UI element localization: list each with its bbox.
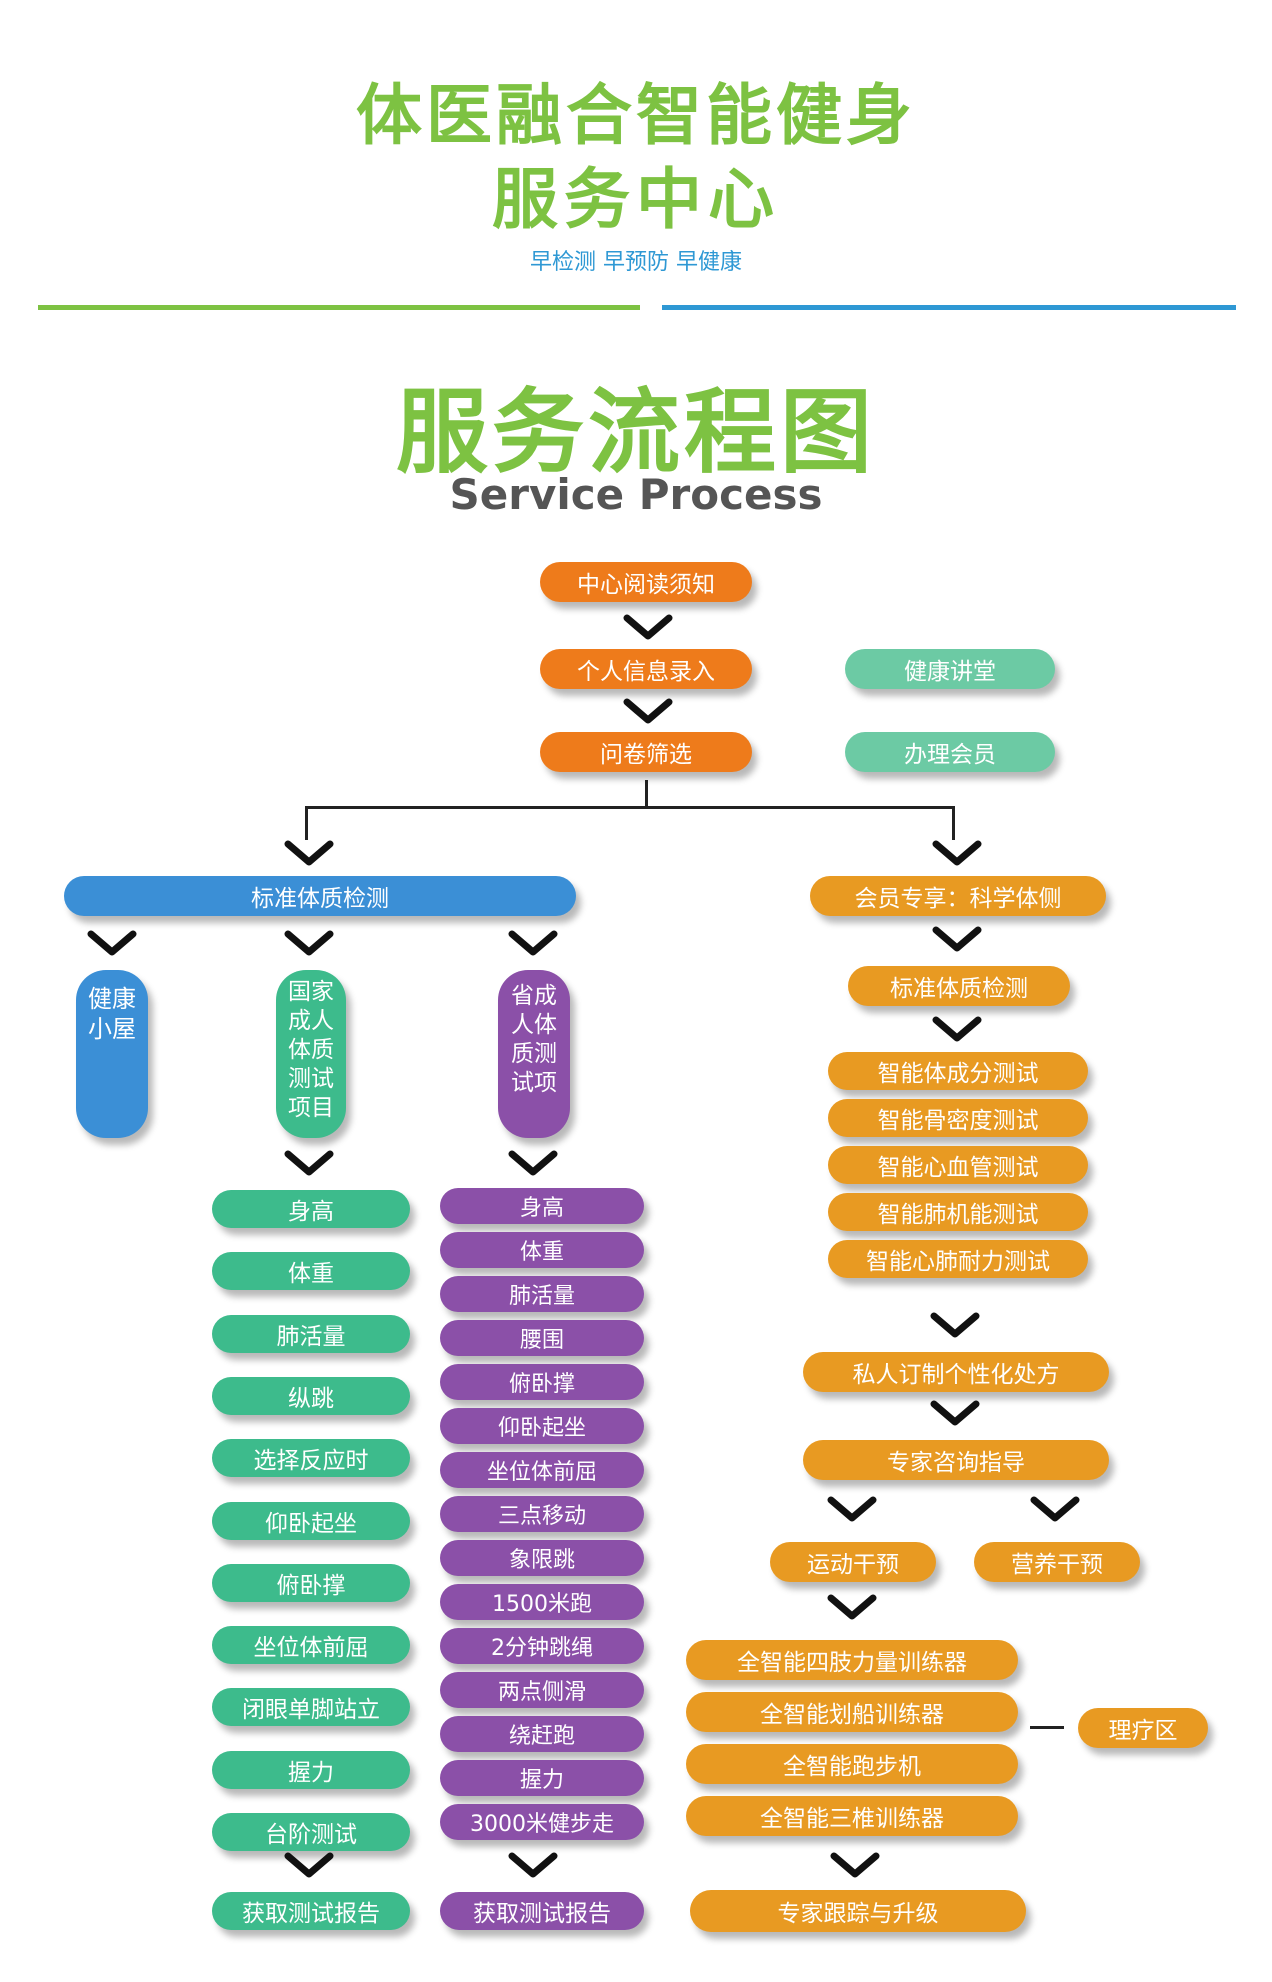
chevron-down-icon xyxy=(87,930,137,956)
national-item: 肺活量 xyxy=(212,1314,410,1353)
national-test-items: 国家成人体质测试项目 xyxy=(276,970,346,1138)
trainer-item: 全智能跑步机 xyxy=(686,1744,1018,1784)
flow-step-info: 个人信息录入 xyxy=(540,649,752,689)
national-item: 闭眼单脚站立 xyxy=(212,1688,410,1727)
section-subtitle: Service Process xyxy=(449,470,823,519)
chevron-down-icon xyxy=(508,1852,558,1878)
national-item: 纵跳 xyxy=(212,1376,410,1415)
therapy-connector xyxy=(1030,1726,1064,1729)
health-hut: 健康小屋 xyxy=(76,970,148,1138)
province-item: 两点侧滑 xyxy=(440,1672,644,1708)
province-item: 俯卧撑 xyxy=(440,1364,644,1400)
national-report: 获取测试报告 xyxy=(212,1892,410,1930)
expert-tracking: 专家跟踪与升级 xyxy=(690,1890,1026,1932)
chevron-down-icon xyxy=(284,1150,334,1176)
split-line-left-drop xyxy=(305,806,308,840)
membership: 办理会员 xyxy=(845,732,1055,772)
province-test-items: 省成人体质测试项 xyxy=(498,970,570,1138)
smart-test-item: 智能心血管测试 xyxy=(828,1146,1088,1184)
province-item: 三点移动 xyxy=(440,1496,644,1532)
chevron-down-icon xyxy=(930,1400,980,1426)
smart-test-item: 智能骨密度测试 xyxy=(828,1099,1088,1137)
national-item: 握力 xyxy=(212,1750,410,1789)
main-title-line1: 体医融合智能健身 xyxy=(356,77,916,154)
smart-test-item: 智能心肺耐力测试 xyxy=(828,1240,1088,1278)
flow-step-read: 中心阅读须知 xyxy=(540,562,752,602)
member-standard-test: 标准体质检测 xyxy=(848,966,1070,1006)
national-item: 坐位体前屈 xyxy=(212,1626,410,1665)
expert-consultation: 专家咨询指导 xyxy=(803,1440,1109,1480)
chevron-down-icon xyxy=(1030,1496,1080,1522)
divider-green xyxy=(38,305,640,310)
chevron-down-icon xyxy=(284,840,334,866)
chevron-down-icon xyxy=(284,1852,334,1878)
chevron-down-icon xyxy=(827,1496,877,1522)
exercise-intervention: 运动干预 xyxy=(770,1542,936,1582)
chevron-down-icon xyxy=(623,698,673,724)
health-hut-label: 健康小屋 xyxy=(88,985,136,1043)
chevron-down-icon xyxy=(284,930,334,956)
split-line-vertical xyxy=(645,780,648,808)
chevron-down-icon xyxy=(930,1312,980,1338)
smart-test-item: 智能体成分测试 xyxy=(828,1052,1088,1090)
province-item: 绕赶跑 xyxy=(440,1716,644,1752)
chevron-down-icon xyxy=(932,1016,982,1042)
chevron-down-icon xyxy=(932,840,982,866)
province-item: 坐位体前屈 xyxy=(440,1452,644,1488)
national-item: 俯卧撑 xyxy=(212,1563,410,1602)
member-science-test: 会员专享：科学体侧 xyxy=(810,876,1106,916)
national-item: 身高 xyxy=(212,1190,410,1228)
province-item: 1500米跑 xyxy=(440,1584,644,1620)
chevron-down-icon xyxy=(830,1852,880,1878)
chevron-down-icon xyxy=(508,930,558,956)
nutrition-intervention: 营养干预 xyxy=(974,1542,1140,1582)
province-report: 获取测试报告 xyxy=(440,1892,644,1930)
national-item: 体重 xyxy=(212,1252,410,1291)
province-item: 仰卧起坐 xyxy=(440,1408,644,1444)
province-item: 2分钟跳绳 xyxy=(440,1628,644,1664)
province-item: 象限跳 xyxy=(440,1540,644,1576)
province-item: 身高 xyxy=(440,1188,644,1224)
flow-step-questionnaire: 问卷筛选 xyxy=(540,732,752,772)
health-lecture: 健康讲堂 xyxy=(845,649,1055,689)
split-line-horizontal xyxy=(305,806,955,809)
chevron-down-icon xyxy=(827,1594,877,1620)
national-item: 台阶测试 xyxy=(212,1813,410,1851)
divider-blue xyxy=(662,305,1236,310)
main-title-line2: 服务中心 xyxy=(492,161,780,238)
section-title: 服务流程图 xyxy=(395,379,876,486)
custom-prescription: 私人订制个性化处方 xyxy=(803,1352,1109,1392)
slogan: 早检测 早预防 早健康 xyxy=(530,250,742,275)
province-item: 体重 xyxy=(440,1232,644,1268)
trainer-item: 全智能划船训练器 xyxy=(686,1692,1018,1732)
national-item: 仰卧起坐 xyxy=(212,1501,410,1540)
smart-test-item: 智能肺机能测试 xyxy=(828,1193,1088,1231)
national-test-items-label: 国家成人体质测试项目 xyxy=(288,979,334,1121)
province-item: 腰围 xyxy=(440,1320,644,1356)
national-item: 选择反应时 xyxy=(212,1439,410,1478)
chevron-down-icon xyxy=(508,1150,558,1176)
trainer-item: 全智能三椎训练器 xyxy=(686,1796,1018,1836)
standard-physique-test: 标准体质检测 xyxy=(64,876,576,916)
province-item: 肺活量 xyxy=(440,1276,644,1312)
therapy-area: 理疗区 xyxy=(1078,1708,1208,1748)
trainer-item: 全智能四肢力量训练器 xyxy=(686,1640,1018,1680)
split-line-right-drop xyxy=(952,806,955,840)
chevron-down-icon xyxy=(932,926,982,952)
chevron-down-icon xyxy=(623,614,673,640)
province-item: 握力 xyxy=(440,1760,644,1796)
province-test-items-label: 省成人体质测试项 xyxy=(511,983,557,1096)
province-item: 3000米健步走 xyxy=(440,1804,644,1840)
